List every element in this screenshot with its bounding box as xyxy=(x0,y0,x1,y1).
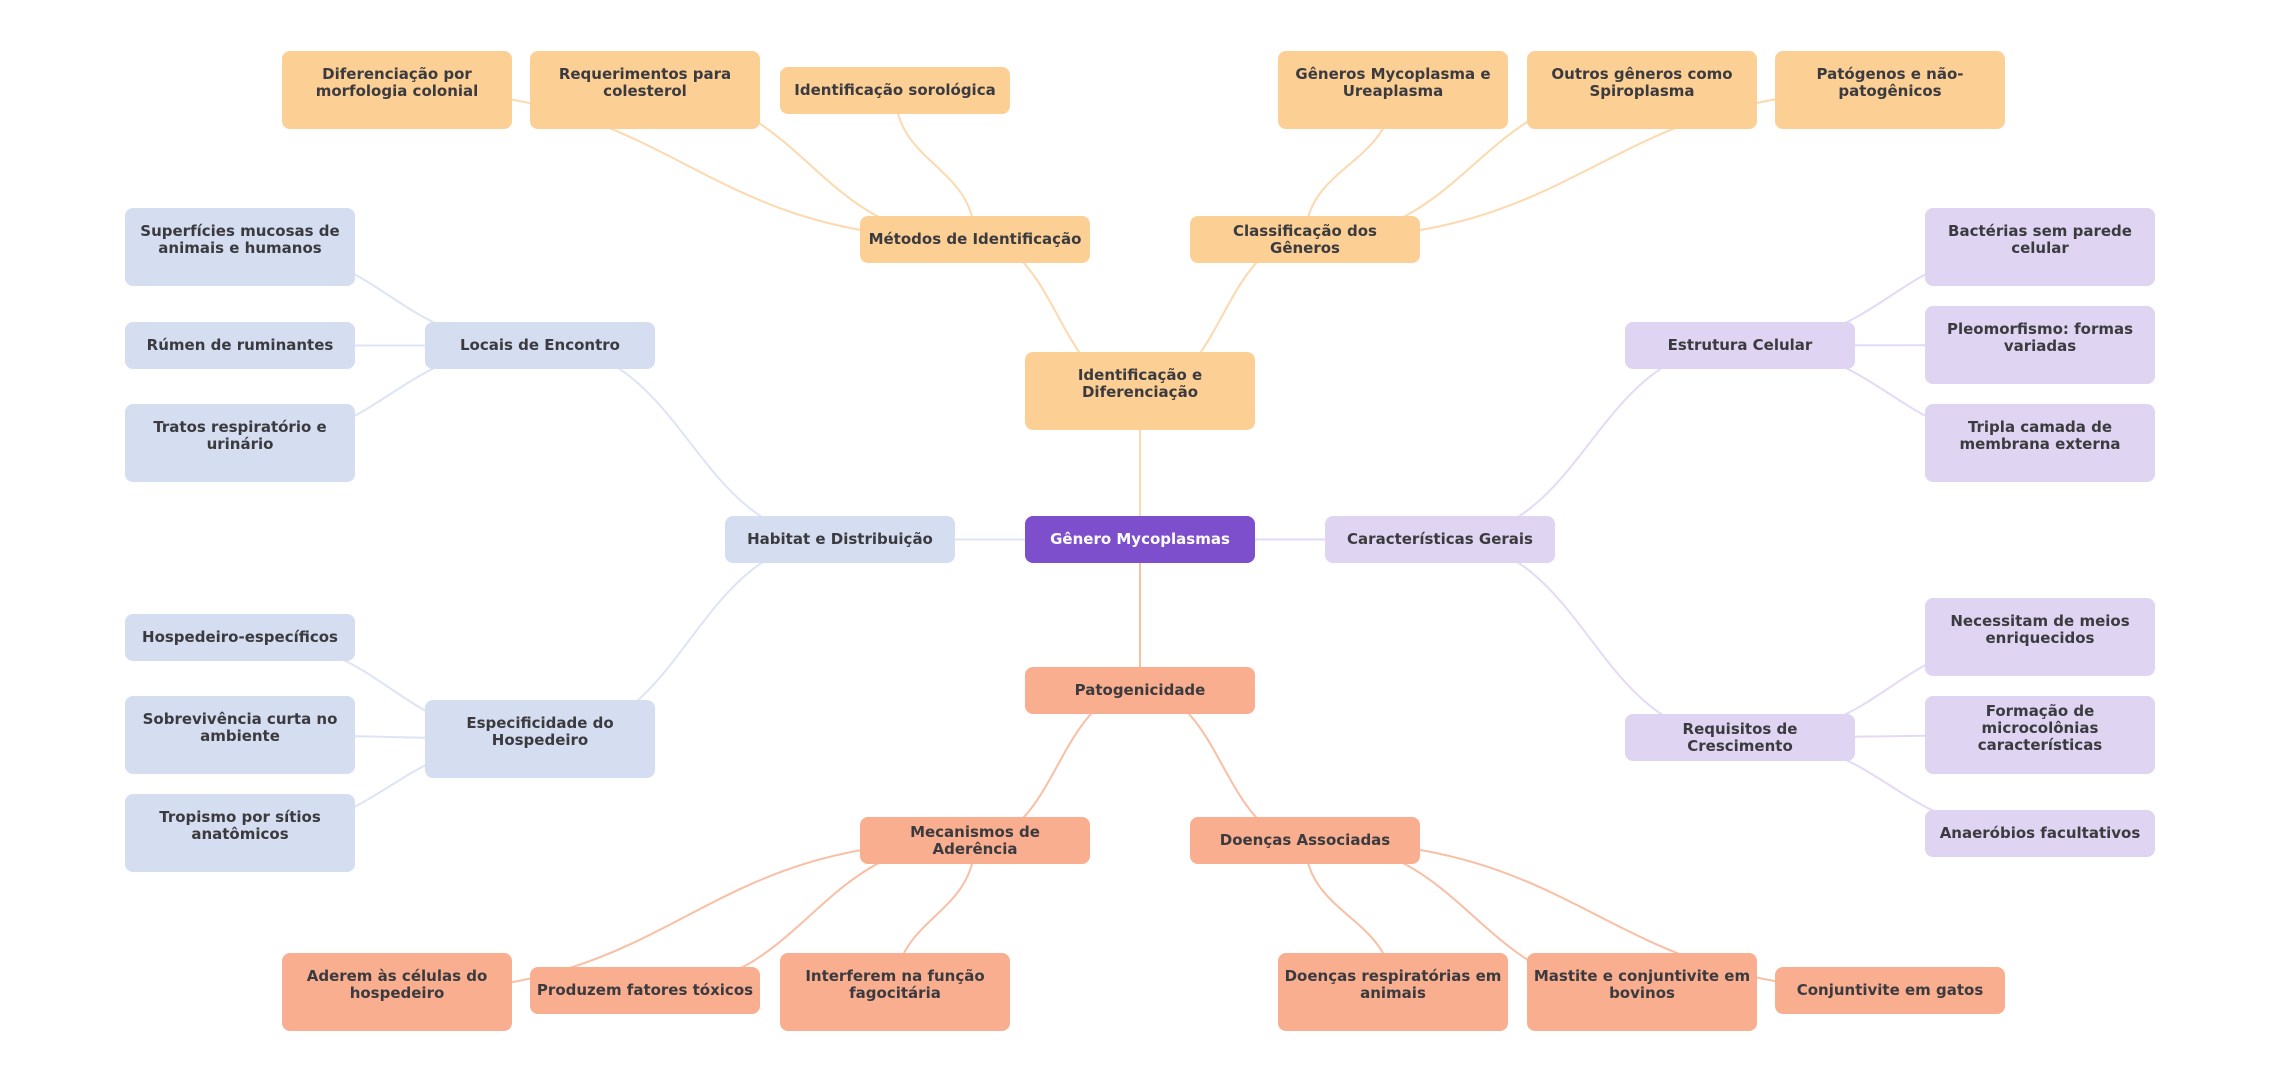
leaf-label: Doenças respiratórias em animais xyxy=(1284,967,1502,1002)
leaf-node[interactable]: Necessitam de meios enriquecidos xyxy=(1925,598,2155,676)
leaf-node[interactable]: Formação de microcolônias característica… xyxy=(1925,696,2155,774)
subbranch-doencas-associadas[interactable]: Doenças Associadas xyxy=(1190,817,1420,864)
connector-branch-subbranch xyxy=(1439,344,1741,541)
leaf-label: Formação de microcolônias característica… xyxy=(1977,701,2103,754)
leaf-label: Rúmen de ruminantes xyxy=(146,336,334,354)
leaf-node[interactable]: Outros gêneros como Spiroplasma xyxy=(1527,51,1757,129)
subbranch-requisitos-crescimento[interactable]: Requisitos de Crescimento xyxy=(1625,714,1855,761)
leaf-label: Interferem na função fagocitária xyxy=(805,967,985,1002)
leaf-label: Anaeróbios facultativos xyxy=(1939,824,2141,842)
branch-identificacao[interactable]: Identificação e Diferenciação xyxy=(1025,352,1255,430)
leaf-node[interactable]: Tropismo por sítios anatômicos xyxy=(125,794,355,872)
subbranch-label: Mecanismos de Aderência xyxy=(910,822,1040,858)
subbranch-label: Doenças Associadas xyxy=(1219,831,1391,849)
subbranch-label: Locais de Encontro xyxy=(460,336,620,354)
connector-subbranch-leaf xyxy=(894,90,976,240)
leaf-node[interactable]: Tratos respiratório e urinário xyxy=(125,404,355,482)
leaf-node[interactable]: Conjuntivite em gatos xyxy=(1775,967,2005,1014)
leaf-label: Necessitam de meios enriquecidos xyxy=(1950,612,2130,647)
leaf-node[interactable]: Requerimentos para colesterol xyxy=(530,51,760,129)
branch-label: Patogenicidade xyxy=(1074,681,1206,699)
leaf-node[interactable]: Tripla camada de membrana externa xyxy=(1925,404,2155,482)
leaf-label: Tripla camada de membrana externa xyxy=(1959,418,2121,453)
leaf-label: Outros gêneros como Spiroplasma xyxy=(1551,65,1733,100)
branch-caracteristicas[interactable]: Características Gerais xyxy=(1325,516,1555,563)
leaf-label: Tratos respiratório e urinário xyxy=(153,418,327,453)
leaf-label: Tropismo por sítios anatômicos xyxy=(159,808,321,843)
subbranch-label: Classificação dos Gêneros xyxy=(1233,221,1377,257)
leaf-node[interactable]: Rúmen de ruminantes xyxy=(125,322,355,369)
subbranch-especificidade-hospedeiro[interactable]: Especificidade do Hospedeiro xyxy=(425,700,655,778)
subbranch-metodos-identificacao[interactable]: Métodos de Identificação xyxy=(860,216,1090,263)
branch-label: Habitat e Distribuição xyxy=(747,530,933,548)
subbranch-label: Especificidade do Hospedeiro xyxy=(466,714,614,749)
branch-label: Identificação e Diferenciação xyxy=(1077,366,1203,401)
leaf-node[interactable]: Pleomorfismo: formas variadas xyxy=(1925,306,2155,384)
subbranch-locais-encontro[interactable]: Locais de Encontro xyxy=(425,322,655,369)
leaf-node[interactable]: Sobrevivência curta no ambiente xyxy=(125,696,355,774)
branch-habitat[interactable]: Habitat e Distribuição xyxy=(725,516,955,563)
subbranch-mecanismos-aderencia[interactable]: Mecanismos de Aderência xyxy=(860,817,1090,864)
leaf-node[interactable]: Mastite e conjuntivite em bovinos xyxy=(1527,953,1757,1031)
subbranch-label: Requisitos de Crescimento xyxy=(1682,719,1798,755)
leaf-label: Produzem fatores tóxicos xyxy=(536,981,754,999)
leaf-node[interactable]: Doenças respiratórias em animais xyxy=(1278,953,1508,1031)
leaf-label: Pleomorfismo: formas variadas xyxy=(1946,320,2134,355)
leaf-label: Hospedeiro-específicos xyxy=(142,628,338,646)
subbranch-classificacao-generos[interactable]: Classificação dos Gêneros xyxy=(1190,216,1420,263)
leaf-node[interactable]: Anaeróbios facultativos xyxy=(1925,810,2155,857)
leaf-node[interactable]: Diferenciação por morfologia colonial xyxy=(282,51,512,129)
subbranch-estrutura-celular[interactable]: Estrutura Celular xyxy=(1625,322,1855,369)
leaf-node[interactable]: Aderem às células do hospedeiro xyxy=(282,953,512,1031)
leaf-label: Identificação sorológica xyxy=(794,81,996,99)
connector-branch-subbranch xyxy=(1439,538,1741,739)
leaf-label: Requerimentos para colesterol xyxy=(558,65,732,100)
connector-branch-subbranch xyxy=(539,344,841,541)
leaf-node[interactable]: Patógenos e não-patogênicos xyxy=(1775,51,2005,129)
subbranch-label: Métodos de Identificação xyxy=(868,230,1082,248)
leaf-label: Mastite e conjuntivite em bovinos xyxy=(1533,967,1751,1002)
leaf-node[interactable]: Gêneros Mycoplasma e Ureaplasma xyxy=(1278,51,1508,129)
leaf-label: Patógenos e não-patogênicos xyxy=(1816,65,1964,100)
leaf-label: Diferenciação por morfologia colonial xyxy=(315,65,479,100)
leaf-label: Conjuntivite em gatos xyxy=(1796,981,1984,999)
branch-patogenicidade[interactable]: Patogenicidade xyxy=(1025,667,1255,714)
leaf-label: Superfícies mucosas de animais e humanos xyxy=(140,222,340,257)
branch-label: Características Gerais xyxy=(1347,530,1533,548)
leaf-label: Gêneros Mycoplasma e Ureaplasma xyxy=(1295,65,1491,100)
root-node-label: Gênero Mycoplasmas xyxy=(1050,530,1230,548)
leaf-node[interactable]: Identificação sorológica xyxy=(780,67,1010,114)
leaf-node[interactable]: Produzem fatores tóxicos xyxy=(530,967,760,1014)
leaf-node[interactable]: Bactérias sem parede celular xyxy=(1925,208,2155,286)
leaf-label: Bactérias sem parede celular xyxy=(1948,222,2132,257)
leaf-node[interactable]: Superfícies mucosas de animais e humanos xyxy=(125,208,355,286)
leaf-node[interactable]: Interferem na função fagocitária xyxy=(780,953,1010,1031)
leaf-label: Aderem às células do hospedeiro xyxy=(306,967,488,1002)
leaf-label: Sobrevivência curta no ambiente xyxy=(142,710,338,745)
subbranch-label: Estrutura Celular xyxy=(1667,336,1813,354)
leaf-node[interactable]: Hospedeiro-específicos xyxy=(125,614,355,661)
root-node[interactable]: Gênero Mycoplasmas xyxy=(1025,516,1255,563)
